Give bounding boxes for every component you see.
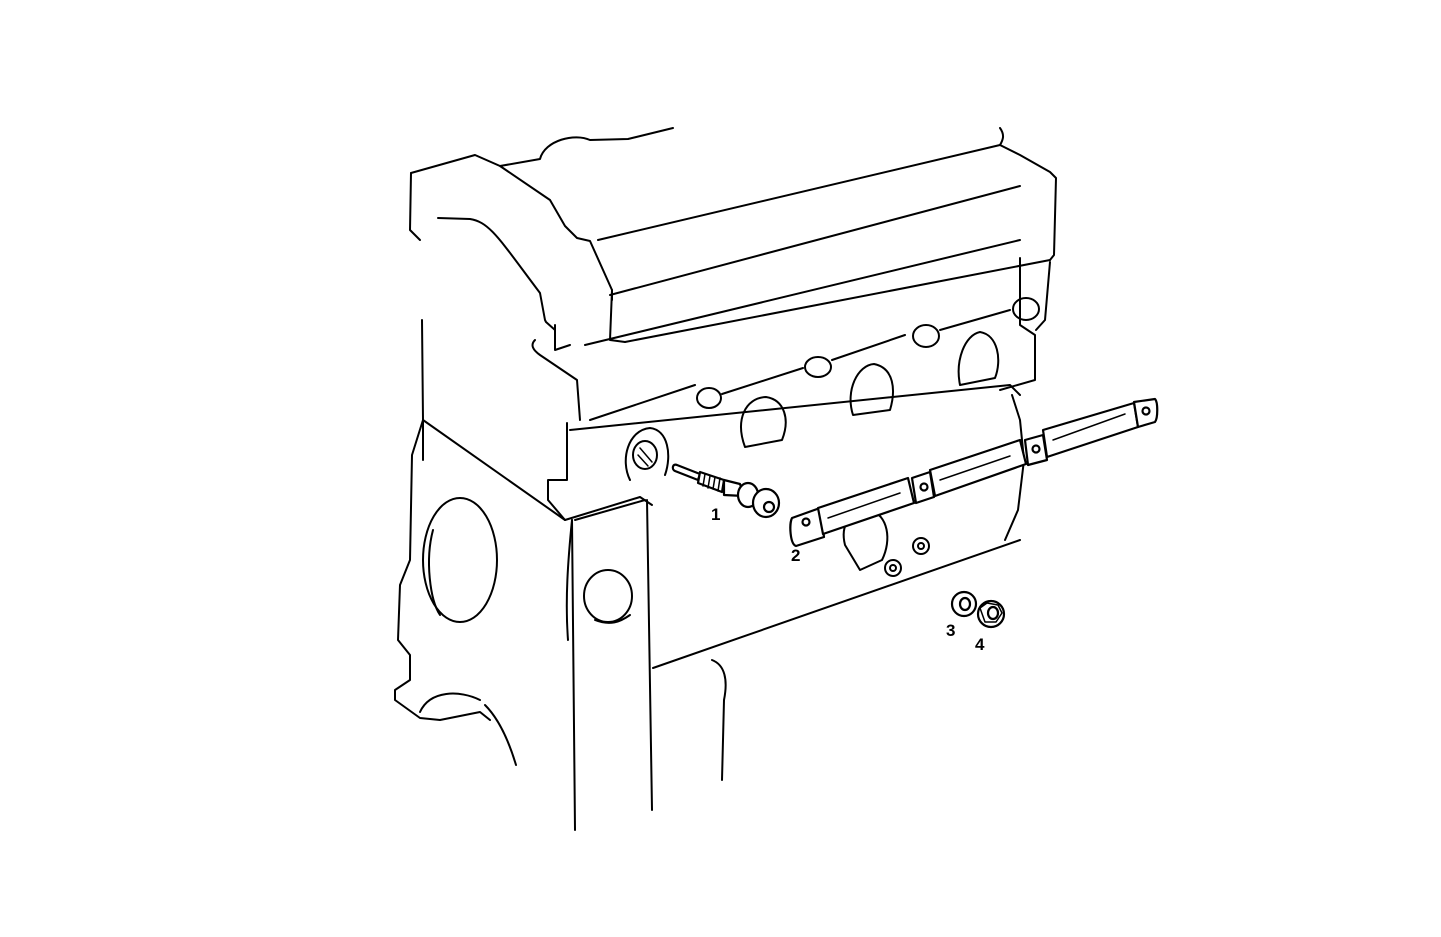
bus-bar: [789, 397, 1159, 548]
callout-3: 3: [946, 621, 956, 640]
engine-block: [394, 319, 1025, 831]
washer: [950, 590, 978, 618]
nut: [976, 599, 1006, 629]
glow-plug: [671, 463, 781, 519]
callout-2: 2: [791, 546, 801, 565]
callout-4: 4: [975, 635, 985, 654]
cylinder-head: [409, 127, 1057, 448]
callout-1: 1: [711, 505, 721, 524]
